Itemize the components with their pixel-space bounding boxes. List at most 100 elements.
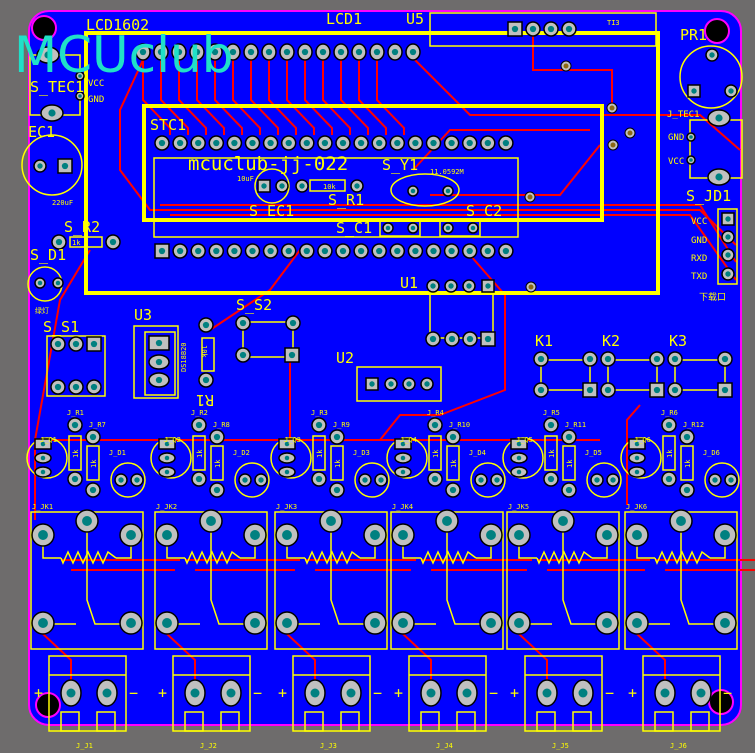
pad-drill	[213, 486, 221, 494]
pad	[705, 48, 719, 62]
transistor-label: J_Q3	[284, 436, 301, 444]
terminal-label: J_J2	[200, 742, 217, 750]
pad	[462, 331, 478, 347]
pad	[190, 135, 206, 151]
via-hole	[527, 194, 533, 200]
relay-coil-lead	[42, 546, 61, 559]
trace	[209, 249, 301, 331]
pad-drill	[339, 247, 347, 255]
pad	[382, 222, 394, 234]
mounting-hole	[704, 18, 730, 44]
pad-drill	[369, 381, 375, 387]
terminal-label: J_J4	[436, 742, 453, 750]
pad-drill	[162, 618, 172, 628]
pad	[85, 482, 101, 498]
pad	[299, 135, 315, 151]
pad-drill	[634, 441, 640, 447]
pad-drill	[239, 351, 247, 359]
trace	[430, 144, 601, 196]
pad	[295, 179, 309, 193]
pad	[52, 277, 64, 289]
pad	[244, 243, 261, 259]
resistor-value: 1k	[196, 449, 204, 458]
pad	[34, 466, 52, 478]
relay-coil-lead	[402, 546, 421, 559]
pad	[371, 243, 387, 259]
pad-drill	[195, 421, 203, 429]
relay-contact	[210, 532, 245, 625]
u5-outline	[429, 12, 657, 47]
resistor-label: J_R2	[191, 409, 208, 417]
pad	[479, 523, 503, 547]
resistor-value: 1k	[566, 459, 574, 468]
terminal-label: J_J3	[320, 742, 337, 750]
pad	[561, 482, 577, 498]
trace	[232, 60, 261, 135]
pad-drill	[709, 52, 715, 58]
pad-drill	[378, 477, 384, 483]
switch-outline-k1	[540, 359, 591, 391]
pad-drill	[449, 433, 457, 441]
pad	[96, 679, 118, 707]
pad-drill	[470, 225, 476, 231]
pad-drill	[602, 618, 612, 628]
resistor-label: J_R3	[311, 409, 328, 417]
resistor-value: 1k	[334, 459, 342, 468]
relay-channels: 1k1k+−J_Q1J_R1J_R7J_D1J_JK1J_J11k1k+−J_Q…	[32, 409, 732, 750]
label-download: 下载口	[699, 291, 726, 303]
pad	[119, 611, 143, 635]
pad	[394, 438, 412, 450]
pad-drill	[400, 455, 406, 461]
pad	[350, 179, 364, 193]
label-y1-value: 11.0592M	[430, 168, 464, 176]
pad-drill	[485, 283, 491, 289]
pad-drill	[725, 234, 731, 240]
pad	[721, 267, 735, 281]
pad-drill	[44, 51, 52, 59]
terminal-screw	[220, 711, 240, 732]
trace	[322, 60, 351, 135]
pad-drill	[247, 48, 255, 56]
pad-drill	[486, 618, 496, 628]
pad	[391, 611, 415, 635]
pad-drill	[542, 688, 552, 698]
pad	[353, 243, 369, 259]
pad	[444, 331, 460, 347]
pad-drill	[398, 618, 408, 628]
pad-drill	[671, 355, 679, 363]
terminal-plus-sign: +	[158, 684, 167, 702]
pad-drill	[376, 247, 383, 255]
terminal-screw	[60, 711, 80, 732]
relay-coil-lead	[360, 546, 376, 559]
pad-drill	[634, 469, 640, 475]
pad-drill	[282, 530, 292, 540]
pad-drill	[288, 351, 296, 359]
pad	[480, 243, 496, 259]
pad-drill	[54, 340, 62, 348]
pad-drill	[284, 441, 290, 447]
pad	[158, 452, 176, 464]
pad-drill	[725, 252, 731, 258]
relay-label: J_JK2	[156, 503, 177, 511]
led-outline	[234, 462, 270, 498]
pad-drill	[158, 139, 166, 147]
terminal-block-outline	[48, 655, 127, 732]
s-s1-outline	[46, 335, 106, 397]
pad	[60, 679, 82, 707]
pad	[427, 471, 443, 487]
terminal-plus-sign: +	[278, 684, 287, 702]
pad-drill	[400, 469, 406, 475]
pad	[661, 471, 677, 487]
pad-drill	[445, 188, 451, 194]
relay-label: J_JK3	[276, 503, 297, 511]
label-u1: U1	[400, 274, 418, 292]
terminal-plus-sign: +	[510, 684, 519, 702]
pad-drill	[195, 139, 202, 147]
pad	[317, 243, 333, 259]
pad-drill	[249, 139, 256, 147]
trace	[178, 60, 207, 135]
label-u5: U5	[406, 10, 424, 28]
label-s-r2-value: 1k	[72, 239, 81, 247]
terminal-minus-sign: −	[253, 684, 262, 702]
